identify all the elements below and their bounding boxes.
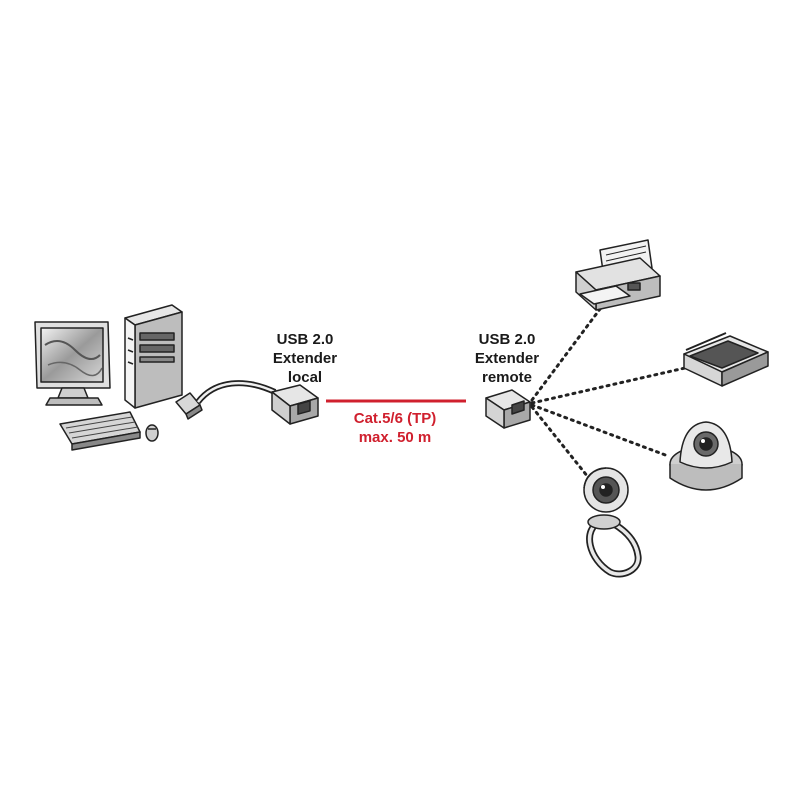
label-remote-line2: Extender — [474, 350, 540, 367]
label-local-line2: Extender — [272, 350, 338, 367]
label-remote-line3: remote — [481, 369, 533, 386]
label-cable-line2: max. 50 m — [358, 429, 432, 446]
label-remote-line1: USB 2.0 — [478, 331, 536, 348]
computer-icon — [34, 304, 183, 451]
usb-extender-remote-icon — [485, 389, 531, 429]
scanner-icon — [683, 332, 769, 387]
webcam-icon — [583, 467, 642, 578]
label-extender-local: USB 2.0 Extender local — [255, 330, 355, 387]
label-extender-remote: USB 2.0 Extender remote — [457, 330, 557, 387]
label-cable-line1: Cat.5/6 (TP) — [353, 410, 437, 427]
usb-extender-local-icon — [175, 380, 319, 425]
label-local-line1: USB 2.0 — [276, 331, 334, 348]
dome-camera-icon — [669, 421, 743, 491]
label-cable: Cat.5/6 (TP) max. 50 m — [330, 409, 460, 447]
printer-icon — [575, 239, 661, 311]
label-local-line3: local — [287, 369, 323, 386]
